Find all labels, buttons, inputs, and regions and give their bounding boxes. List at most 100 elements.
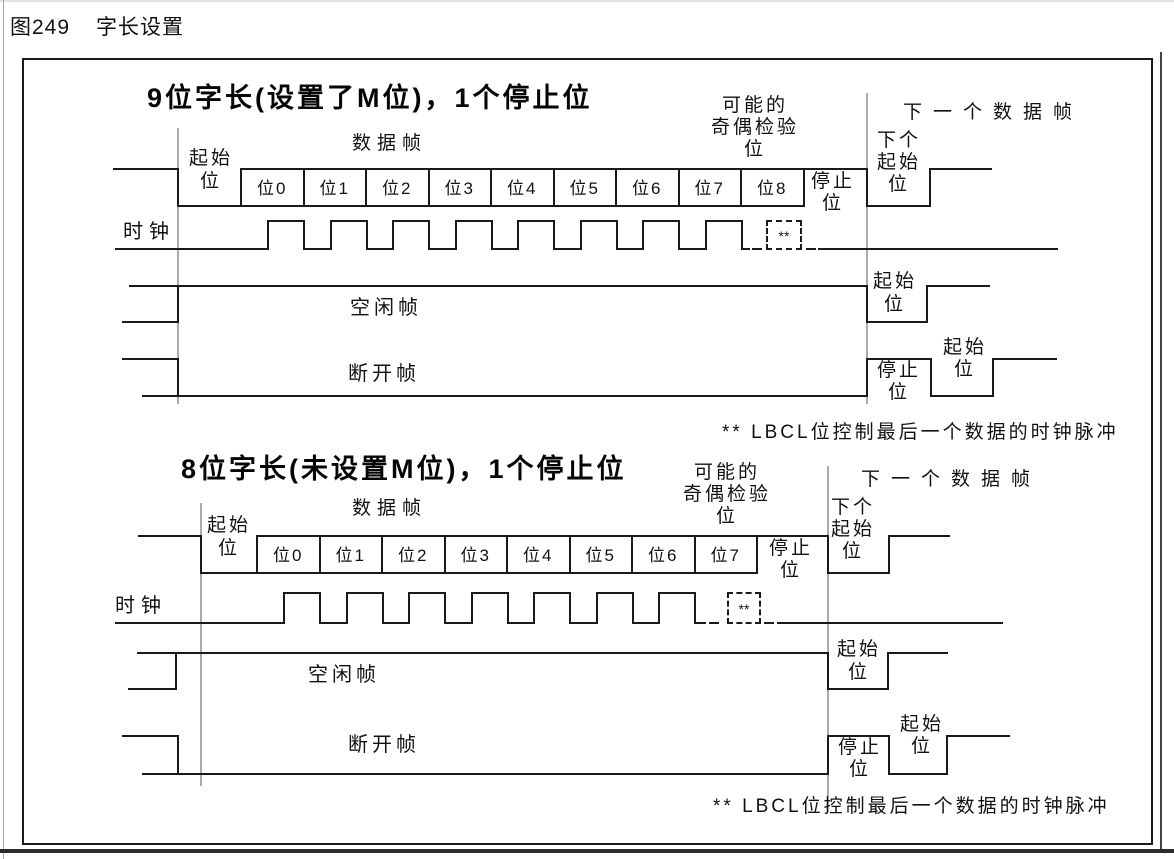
waveform-line [658,592,660,624]
next-start-label: 下个起始位 [831,497,875,563]
waveform-line [319,622,348,624]
page-right-edge [1160,52,1162,853]
waveform-line [283,592,321,594]
waveform-line [517,220,555,222]
stop-bit-label-line: 位 [779,560,803,581]
lbcl-footnote: ** LBCL位控制最后一个数据的时钟脉冲 [713,796,1110,817]
waveform-line [381,622,410,624]
bit-box: 位0 [256,535,321,574]
next-start-label-line: 起始 [876,152,922,173]
waveform-line [303,220,305,250]
waveform-line [926,285,928,323]
waveform-line [470,592,473,624]
waveform-line [319,592,321,624]
waveform-line [517,220,519,250]
waveform-line [454,220,493,222]
waveform-line [138,535,202,537]
break-start-bit-label-line: 起始 [899,714,945,735]
waveform-line [631,592,634,624]
waveform-line [267,220,269,250]
waveform-line [392,220,430,222]
waveform-line [175,652,177,690]
waveform-line [506,622,535,624]
next-start-label-line: 下个 [830,497,876,518]
bit-box: 位6 [631,535,696,574]
break-start-bit-label-line: 位 [953,359,977,380]
bit-box: 位8 [740,168,805,207]
waveform-line [177,168,179,207]
clock-label: 时钟 [115,595,167,617]
waveform-line [345,592,384,594]
bit-box: 位4 [506,535,571,574]
waveform-line [553,220,555,250]
next-frame-label: 下一个数据帧 [903,102,1084,123]
break-stop-bit-label-line: 位 [887,382,911,403]
waveform-line [122,735,179,737]
next-start-label-line: 下个 [876,130,922,151]
waveform-line [694,622,706,624]
waveform-line [345,592,348,624]
waveform-line [454,220,457,250]
waveform-line [658,592,696,594]
waveform-line [506,592,509,624]
waveform-line [806,248,816,250]
waveform-line [709,622,719,624]
waveform-line [866,321,926,323]
waveform-line [888,535,950,537]
waveform-line [428,248,457,250]
waveform-line [200,572,258,574]
waveform-line [888,535,890,574]
lbcl-footnote: ** LBCL位控制最后一个数据的时钟脉冲 [722,422,1119,443]
bit-box: 位6 [615,168,680,207]
waveform-line [631,622,660,624]
waveform-line [177,285,179,323]
idle-frame-label: 空闲帧 [308,664,380,686]
stop-bit-label: 停止位 [769,538,813,582]
bit-box: 位7 [693,535,758,574]
waveform-line [470,592,509,594]
idle-start-bit-label-line: 起始 [872,271,918,292]
bit-box: 位7 [677,168,742,207]
waveform-line [533,592,571,594]
bit-box: 位5 [552,168,617,207]
parity-label-line: 位 [743,139,767,160]
bit-box: 位2 [381,535,446,574]
bit-box: 位2 [365,168,430,207]
idle-frame-label: 空闲帧 [350,297,422,319]
waveform-line [444,622,473,624]
break-frame-label: 断开帧 [348,363,420,385]
start-bit-label: 起始位 [207,514,251,560]
start-bit-label-line: 位 [199,171,223,192]
waveform-line [887,652,889,690]
break-stop-bit-label: 停止位 [877,360,921,404]
waveform-line [678,248,707,250]
waveform-line [764,622,774,624]
waveform-line [569,592,571,624]
start-bit-label: 起始位 [189,147,233,193]
waveform-line [569,622,598,624]
waveform-line [129,285,866,287]
waveform-line [888,735,890,775]
stop-bit-label-line: 停止 [810,171,856,192]
parity-label-line: 奇偶检验 [682,484,772,505]
parity-label-line: 位 [715,506,739,527]
waveform-line [115,622,285,624]
waveform-line [113,168,179,170]
start-bit-label-line: 起始 [206,515,252,536]
waveform-line [866,205,929,207]
waveform-line [740,248,750,250]
next-start-label: 下个起始位 [877,130,921,196]
waveform-line [142,773,827,775]
waveform-line [704,220,707,250]
break-start-bit-label: 起始位 [900,714,944,758]
waveform-line [866,358,930,360]
frame-boundary-line [177,128,179,404]
waveform-line [595,592,598,624]
parity-label-line: 可能的 [721,95,789,116]
stop-bit-label-line: 位 [821,193,845,214]
next-start-label-line: 起始 [830,519,876,540]
waveform-line [381,592,384,624]
break-stop-bit-label-line: 停止 [837,737,883,758]
